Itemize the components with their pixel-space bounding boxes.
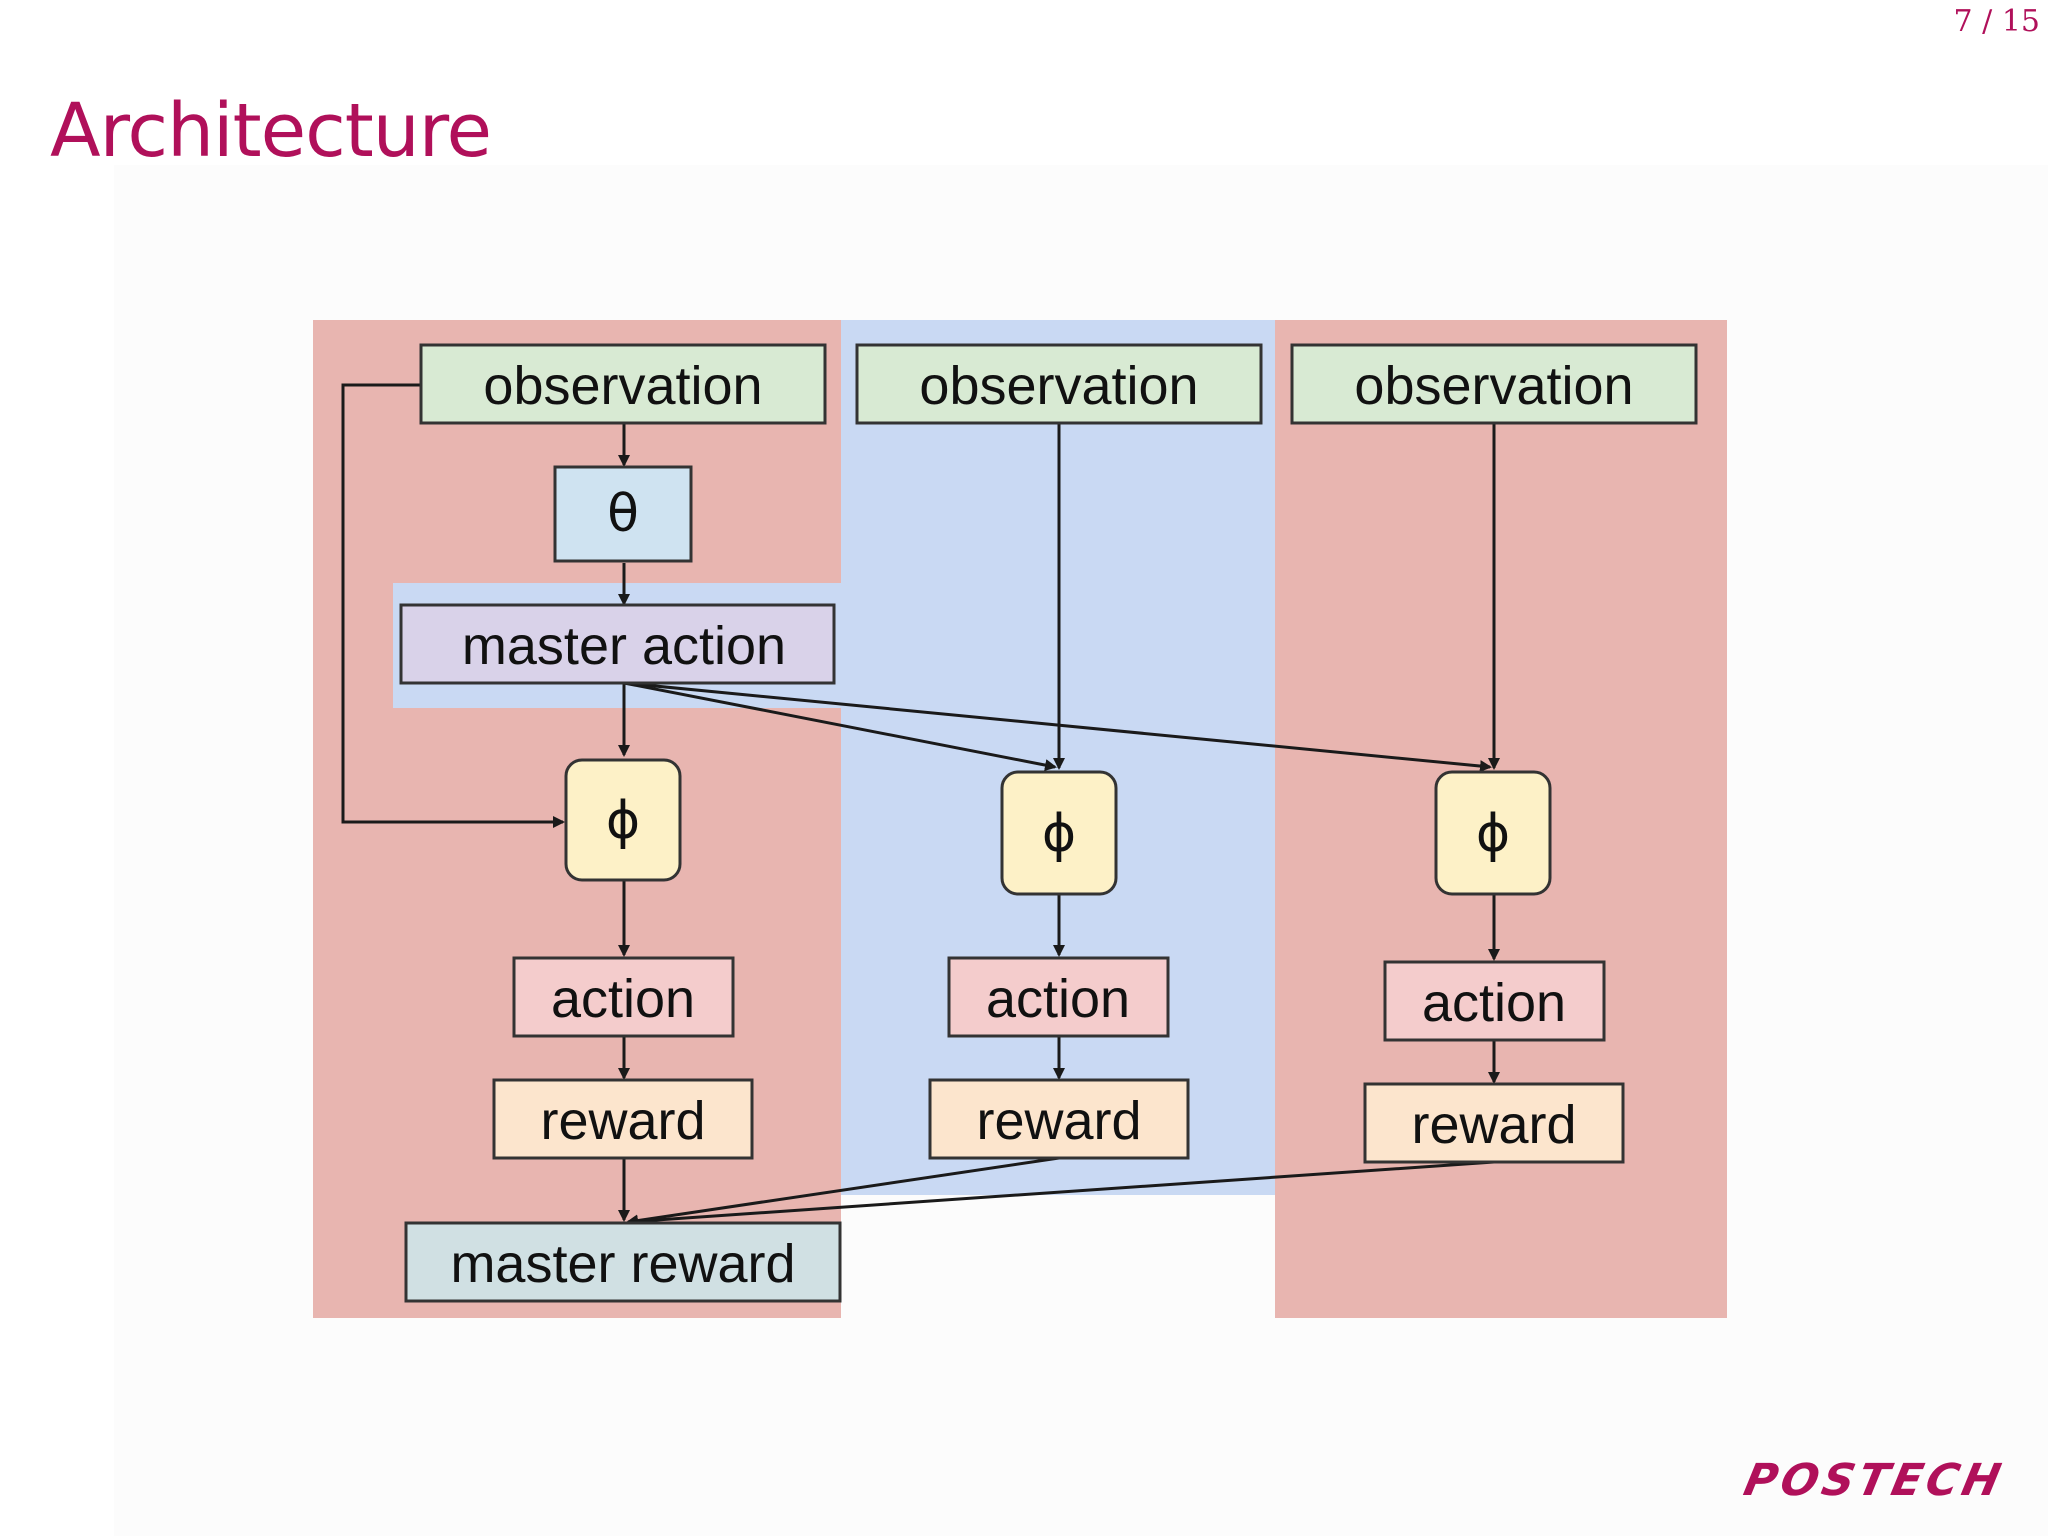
phi-box-3: ϕ [1434,770,1552,896]
phi-label-3: ϕ [1476,804,1510,864]
master-reward-box: master reward [404,1221,842,1303]
postech-logo: POSTECH [1740,1455,2010,1506]
master-reward-label: master reward [450,1234,795,1294]
observation-label-1: observation [483,356,762,416]
reward-label-1: reward [540,1091,705,1151]
arrow-master-action-phi2 [623,681,1057,771]
reward-label-2: reward [976,1091,1141,1151]
reward-box-2: reward [928,1078,1190,1160]
arrow-master-action-phi3 [623,681,1492,773]
phi-label-2: ϕ [1042,804,1076,864]
observation-box-2: observation [855,343,1263,425]
reward-box-3: reward [1363,1082,1625,1164]
master-action-box: master action [399,603,836,685]
reward-label-3: reward [1411,1095,1576,1155]
phi-label-1: ϕ [606,791,640,851]
arrow-reward3-master-reward [626,1160,1495,1228]
action-label-3: action [1422,973,1566,1033]
phi-box-2: ϕ [1000,770,1118,896]
column-3: observation ϕ action reward [1290,343,1698,1164]
action-box-3: action [1383,960,1606,1042]
arrow-reward2-master-reward [626,1156,1060,1227]
action-box-2: action [947,956,1170,1038]
column-1: observation θ master action ϕ action rew… [399,343,842,1303]
observation-label-2: observation [919,356,1198,416]
theta-box: θ [553,465,693,563]
observation-box-3: observation [1290,343,1698,425]
page-number: 7 / 15 [1953,4,2040,39]
action-box-1: action [512,956,735,1038]
column-2: observation ϕ action reward [855,343,1263,1160]
action-label-2: action [986,969,1130,1029]
phi-box-1: ϕ [564,758,682,882]
observation-label-3: observation [1354,356,1633,416]
theta-label: θ [607,484,639,544]
reward-box-1: reward [492,1078,754,1160]
arrow-obs-bypass-phi1 [341,383,565,828]
slide-title: Architecture [50,88,492,174]
master-action-label: master action [462,616,786,676]
action-label-1: action [551,969,695,1029]
observation-box-1: observation [419,343,827,425]
